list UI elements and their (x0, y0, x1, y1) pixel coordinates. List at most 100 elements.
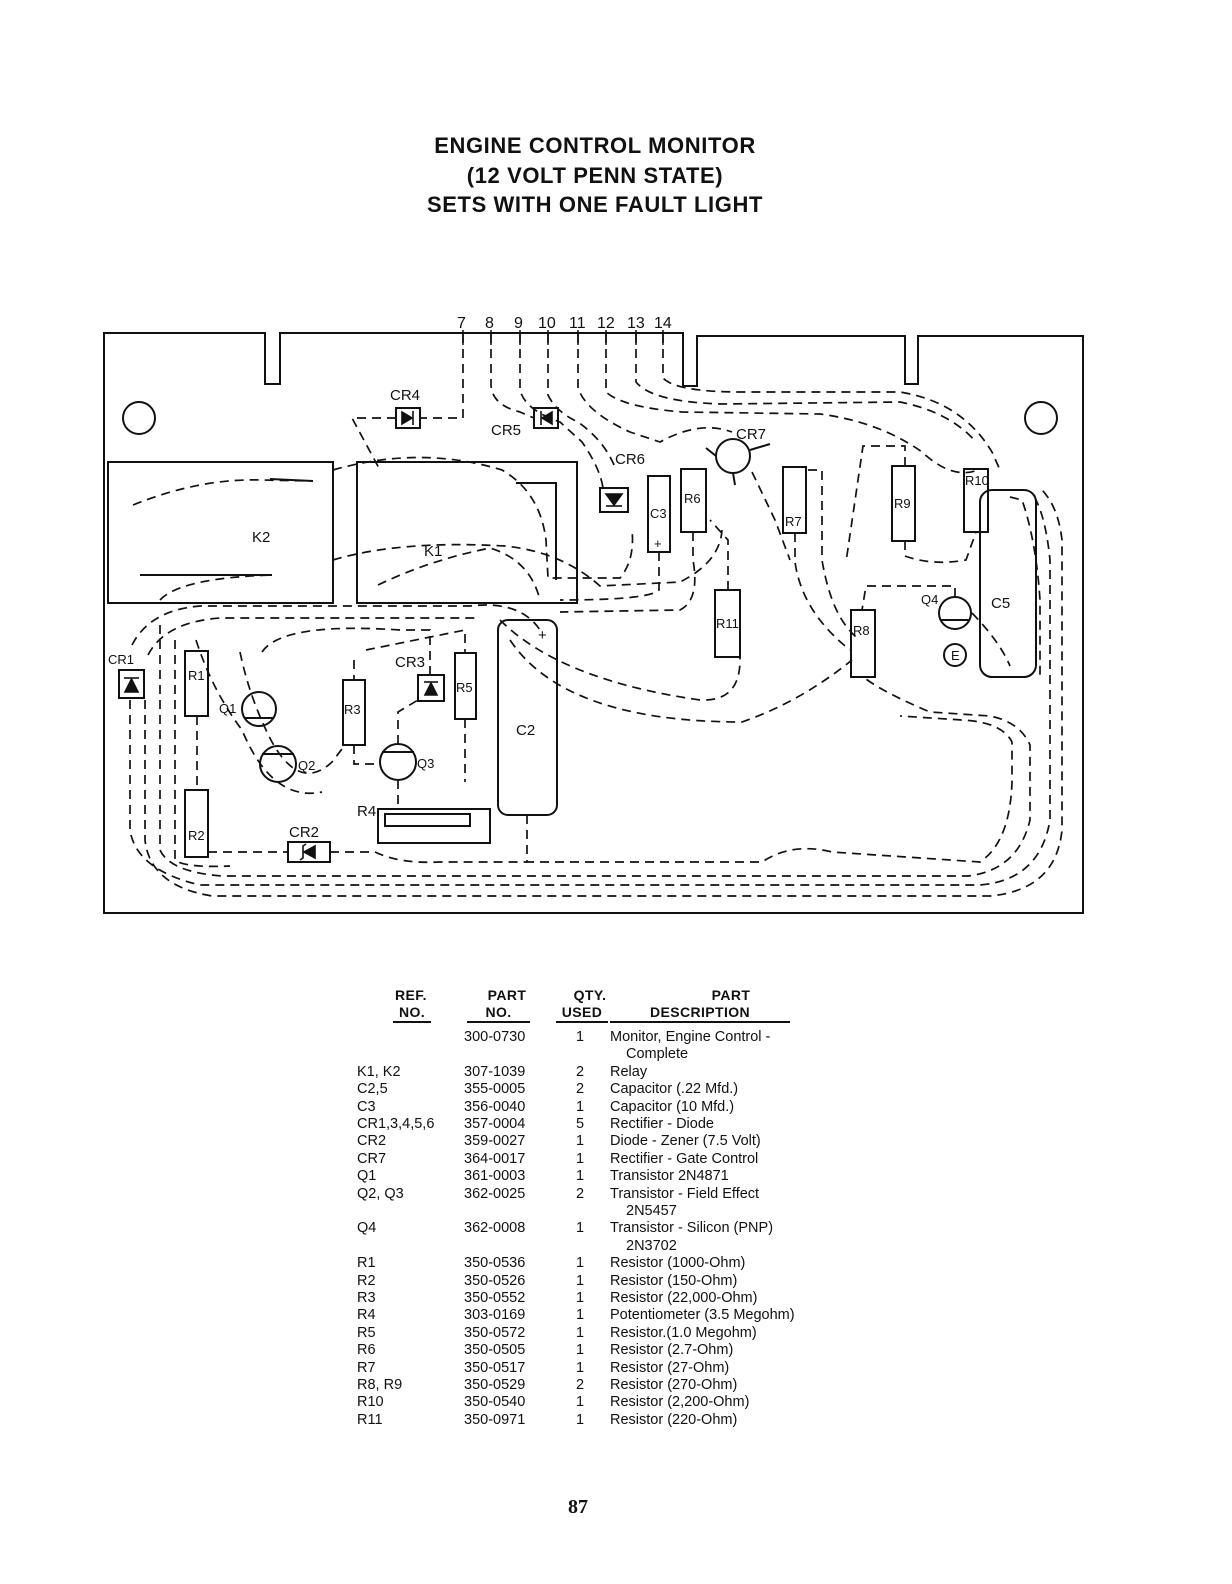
label-q2: Q2 (298, 758, 315, 773)
trace (904, 531, 977, 564)
terminal-13-label: 13 (627, 315, 645, 332)
qty-cell: 1 (575, 1359, 585, 1376)
label-c2: C2 (516, 722, 535, 739)
ref-no-cell: CR1,3,4,5,6 (357, 1116, 435, 1132)
qty-cell: 1 (575, 1150, 585, 1167)
diode-symbol (302, 844, 316, 860)
ref-no-cell: R1 (357, 1255, 376, 1272)
ref-no-cell: Q1 (357, 1168, 377, 1185)
trace (526, 715, 1013, 863)
ref-no-cell: C3 (357, 1098, 376, 1115)
label-r3: R3 (344, 702, 361, 717)
trace (397, 699, 419, 744)
part-no-cell: 359-0027 (464, 1133, 526, 1150)
resistor-r5 (454, 652, 477, 720)
terminal-12-label: 12 (597, 315, 615, 332)
trace (131, 604, 541, 646)
capacitor-c3 (647, 475, 671, 553)
board-outline (103, 332, 1084, 914)
label-r11: R11 (716, 616, 739, 631)
qty-cell: 1 (575, 1168, 585, 1185)
part-no-cell: 350-0971 (464, 1411, 526, 1428)
terminal-8-label: 8 (485, 315, 494, 332)
terminal-14-label: 14 (654, 315, 672, 332)
transistor-q4 (938, 596, 972, 630)
terminal-7-label: 7 (457, 315, 466, 332)
trace (1009, 496, 1041, 680)
trace (499, 619, 741, 701)
qty-cell: 2 (575, 1081, 585, 1098)
qty-cell: 1 (575, 1324, 585, 1341)
qty-cell: 1 (575, 1290, 585, 1306)
trace (794, 533, 851, 651)
label-q3: Q3 (417, 756, 434, 771)
ref-no-cell: K1, K2 (357, 1063, 401, 1080)
part-no-cell: 350-0529 (464, 1377, 526, 1393)
ref-no-cell: R4 (357, 1307, 376, 1324)
header-ref-line1: REF. (395, 987, 427, 1003)
part-no-cell: 300-0730 (464, 1029, 526, 1045)
part-no-cell: 356-0040 (464, 1098, 526, 1115)
trace (332, 529, 723, 587)
trace (330, 851, 527, 864)
header-desc-line2: DESCRIPTION (610, 1004, 790, 1023)
ref-no-cell: C2,5 (357, 1081, 388, 1098)
description-cell: Resistor (2,200-Ohm) (610, 1394, 750, 1411)
label-r1: R1 (188, 668, 205, 683)
resistor-r11 (714, 589, 741, 658)
part-no-cell: 350-0517 (464, 1359, 526, 1376)
header-qty-line1: QTY. (573, 987, 607, 1003)
header-ref-line2: NO. (393, 1004, 431, 1023)
trace (635, 334, 977, 443)
trace (490, 334, 535, 419)
qty-cell: 1 (575, 1272, 585, 1289)
trace (605, 334, 979, 474)
description-cell: Resistor.(1.0 Megohm) (610, 1324, 757, 1341)
trace (132, 479, 314, 506)
mounting-hole-right (1024, 401, 1058, 435)
ref-no-cell: R8, R9 (357, 1377, 403, 1393)
label-r2: R2 (188, 828, 205, 843)
ref-no-cell: Q2, Q3 (357, 1185, 404, 1202)
description-cell: Resistor (1000-Ohm) (610, 1255, 746, 1272)
trace (577, 334, 733, 443)
label-cr6: CR6 (615, 451, 645, 468)
label-r5: R5 (456, 680, 473, 695)
rectifier-cr7 (715, 438, 751, 474)
trace (519, 334, 604, 489)
trace (751, 471, 791, 561)
label-cr2: CR2 (289, 824, 319, 841)
capacitor-c5 (979, 489, 1037, 678)
page-title-line-3: SETS WITH ONE FAULT LIGHT (426, 192, 764, 217)
trace (129, 499, 1051, 886)
diode-cr3 (417, 674, 445, 702)
transistor-q1 (241, 691, 277, 727)
trace (709, 519, 729, 590)
mounting-hole-left (122, 401, 156, 435)
diode-symbol (540, 410, 553, 426)
trace (159, 625, 1031, 877)
trace (332, 456, 634, 579)
potentiometer-r4 (377, 808, 491, 844)
label-e: E (951, 648, 960, 663)
description-cell: Resistor (2.7-Ohm) (610, 1342, 734, 1359)
part-no-cell: 350-0526 (464, 1272, 526, 1289)
relay-k1 (356, 461, 578, 604)
qty-cell: 2 (575, 1063, 585, 1080)
ref-no-cell: R3 (357, 1290, 376, 1306)
qty-cell: 1 (575, 1307, 585, 1324)
description-cell: Monitor, Engine Control - (610, 1029, 771, 1045)
ground-e (943, 643, 967, 667)
header-qty-line2: USED (556, 1004, 608, 1023)
diode-cr6 (599, 487, 629, 513)
trace (808, 469, 861, 641)
